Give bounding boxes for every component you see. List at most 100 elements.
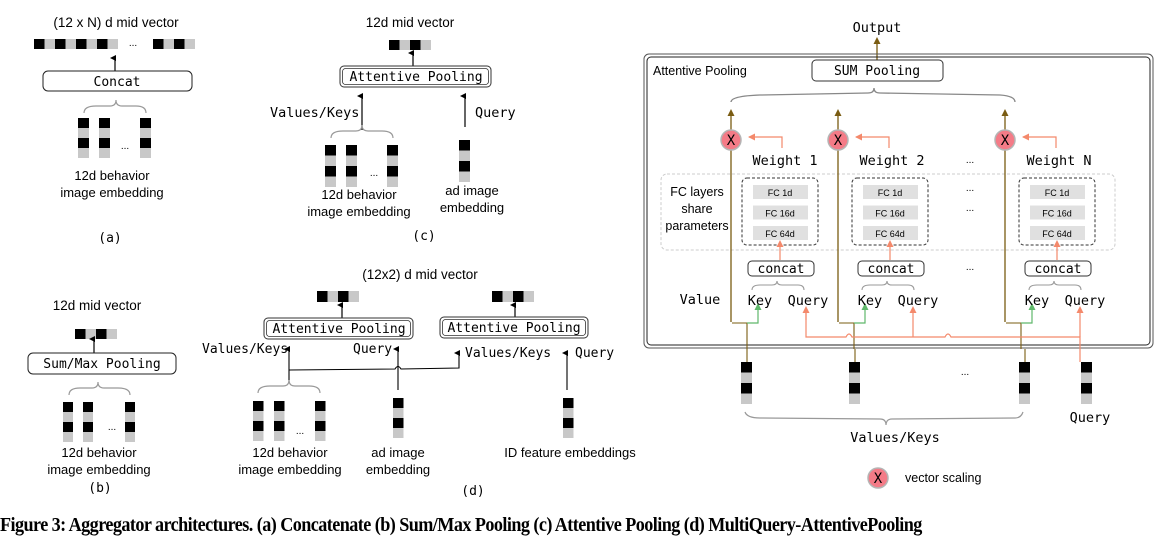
vector-cell bbox=[1081, 362, 1092, 373]
input-label-line2: image embedding bbox=[47, 462, 150, 477]
fc-layer-label: FC 64d bbox=[765, 229, 795, 239]
behavior-label-line1: 12d behavior bbox=[252, 445, 328, 460]
attentive-pooling-frame-inner bbox=[646, 56, 1151, 346]
vector-cell bbox=[83, 412, 93, 422]
vector-cell bbox=[274, 401, 285, 411]
ellipsis: ... bbox=[966, 155, 974, 166]
concat-label: concat bbox=[868, 262, 915, 277]
vector-cell bbox=[502, 291, 513, 302]
fc-layer-box bbox=[753, 185, 808, 199]
vector-cell bbox=[393, 418, 404, 428]
query-label: Query bbox=[788, 293, 829, 309]
panel-b-title: 12d mid vector bbox=[53, 298, 142, 313]
key-label: Key bbox=[1025, 293, 1049, 309]
weight-label: Weight 2 bbox=[859, 153, 924, 169]
ellipsis: ... bbox=[370, 168, 378, 179]
ellipsis: ... bbox=[296, 426, 304, 437]
scale-symbol: X bbox=[1001, 133, 1010, 149]
vector-cell bbox=[1019, 393, 1030, 404]
panel-b-output-vector bbox=[75, 329, 117, 339]
vector-cell bbox=[99, 118, 110, 128]
panel-a-tag: (a) bbox=[98, 231, 121, 246]
key-query-brace bbox=[1028, 280, 1082, 291]
vector-cell bbox=[563, 428, 574, 438]
vector-cell bbox=[387, 155, 398, 166]
values-keys-label-2: Values/Keys bbox=[465, 346, 551, 361]
vector-cell bbox=[83, 402, 93, 412]
vector-cell bbox=[317, 291, 328, 302]
ad-label-line2: embedding bbox=[440, 200, 504, 215]
vector-cell bbox=[1019, 372, 1030, 383]
fc-layer-label: FC 1d bbox=[878, 188, 903, 198]
vector-cell bbox=[253, 411, 264, 421]
panel-d-input-vectors bbox=[253, 398, 574, 441]
values-keys-label: Values/Keys bbox=[270, 105, 359, 121]
panel-b-input-vectors bbox=[63, 402, 135, 442]
fc-layer-label: FC 16d bbox=[875, 209, 905, 219]
vector-cell bbox=[85, 329, 96, 339]
vector-cell bbox=[1081, 383, 1092, 394]
vector-cell bbox=[348, 291, 359, 302]
vector-cell bbox=[387, 166, 398, 177]
fc-layer-box bbox=[1030, 185, 1085, 199]
vector-cell bbox=[849, 372, 860, 383]
vector-cell bbox=[163, 39, 174, 49]
vector-cell bbox=[315, 431, 326, 441]
key-label: Key bbox=[858, 293, 882, 309]
output-label: Output bbox=[853, 20, 902, 36]
ad-label-line1: ad image bbox=[445, 183, 498, 198]
weight-arrow bbox=[748, 133, 783, 148]
vector-cell bbox=[76, 39, 87, 49]
sum-brace bbox=[730, 87, 1016, 103]
fc-layer-box bbox=[1030, 205, 1085, 220]
behavior-label-line2: image embedding bbox=[307, 204, 410, 219]
vector-cell bbox=[83, 432, 93, 442]
vector-cell bbox=[106, 329, 117, 339]
behavior-label-line2: image embedding bbox=[238, 462, 341, 477]
panel-d-tag: (d) bbox=[461, 484, 484, 499]
bottom-query-label: Query bbox=[1070, 410, 1111, 426]
query-distribution-line bbox=[805, 312, 1081, 362]
panel-a-title: (12 x N) d mid vector bbox=[53, 15, 179, 30]
vector-scaling-icon bbox=[827, 129, 849, 151]
fc-group-label-line2: share bbox=[681, 202, 712, 216]
vector-cell bbox=[274, 411, 285, 421]
vector-cell bbox=[96, 329, 107, 339]
vector-cell bbox=[140, 138, 151, 148]
fc-layer-label: FC 64d bbox=[875, 229, 905, 239]
vector-cell bbox=[399, 40, 410, 50]
vector-cell bbox=[459, 150, 470, 161]
attentive-pooling-label: Attentive Pooling bbox=[349, 70, 482, 85]
vector-cell bbox=[125, 422, 135, 432]
scale-symbol: X bbox=[727, 133, 736, 149]
sum-pooling-box bbox=[811, 59, 944, 82]
vector-cell bbox=[459, 161, 470, 172]
vector-cell bbox=[63, 432, 73, 442]
vector-cell bbox=[97, 39, 108, 49]
panel-a-input-vectors bbox=[78, 118, 151, 158]
fc-layer-box bbox=[753, 226, 808, 240]
brace bbox=[68, 381, 131, 396]
attentive-pooling-box-2-outer bbox=[439, 316, 589, 339]
vector-cell bbox=[492, 291, 503, 302]
vector-cell bbox=[174, 39, 185, 49]
vector-cell bbox=[346, 145, 357, 156]
fc-layer-box bbox=[753, 205, 808, 220]
vector-cell bbox=[99, 138, 110, 148]
vector-cell bbox=[338, 291, 349, 302]
concat-label: concat bbox=[1035, 262, 1082, 277]
brace bbox=[330, 124, 394, 139]
id-feature-label: ID feature embeddings bbox=[504, 445, 636, 460]
sum-max-pooling-label: Sum/Max Pooling bbox=[43, 357, 160, 372]
vector-cell bbox=[1019, 362, 1030, 373]
vector-cell bbox=[140, 128, 151, 138]
vector-cell bbox=[387, 176, 398, 187]
vector-cell bbox=[325, 145, 336, 156]
fc-layer-box bbox=[863, 205, 918, 220]
attentive-pooling-box-inner bbox=[342, 68, 489, 85]
key-arrow bbox=[747, 303, 762, 324]
